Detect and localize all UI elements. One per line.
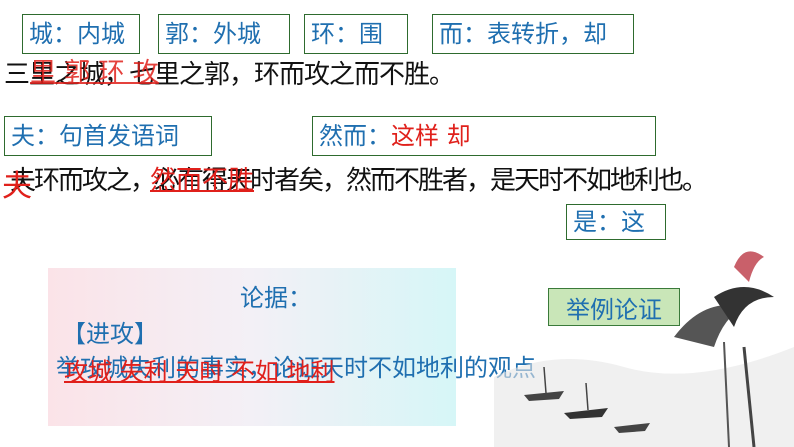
gloss-shi: 是：这: [566, 204, 666, 240]
gloss-er: 而：表转折，却: [432, 14, 634, 54]
gloss-raner: 然而： 这样 却: [312, 116, 656, 156]
gloss-fu: 夫：句首发语词: [4, 116, 212, 156]
sentence-2-red-fu: 夫: [2, 169, 32, 204]
gloss-huan: 环：围: [304, 14, 408, 54]
evidence-line-red: 攻城 失利 天时 不如 地利: [64, 358, 335, 386]
ink-landscape-decoration: [494, 251, 794, 447]
sentence-2-red-raner: 然而不胜: [150, 166, 255, 196]
sentence-2: 夫环而攻之，必有得天时者矣，然而不胜者，是天时不如地利也。: [10, 166, 708, 196]
gloss-cheng: 城：内城: [22, 14, 140, 54]
gloss-raner-label: 然而：: [319, 122, 391, 150]
sentence-1-annotation: 里 郭 环 攻: [30, 58, 159, 88]
sentence-1: 三里之城，七里之郭，环而攻之而不胜。: [4, 60, 455, 90]
evidence-panel: 论据： 【进攻】 举攻城失利的事实，论证天时不如地利的观点 攻城 失利 天时 不…: [48, 268, 536, 426]
evidence-title: 论据：: [240, 284, 312, 312]
gloss-raner-red: 这样 却: [391, 122, 471, 150]
method-button[interactable]: 举例论证: [548, 288, 680, 326]
evidence-tag: 【进攻】: [62, 320, 158, 348]
gloss-guo: 郭：外城: [158, 14, 290, 54]
evidence-line: 举攻城失利的事实，论证天时不如地利的观点: [56, 354, 536, 382]
